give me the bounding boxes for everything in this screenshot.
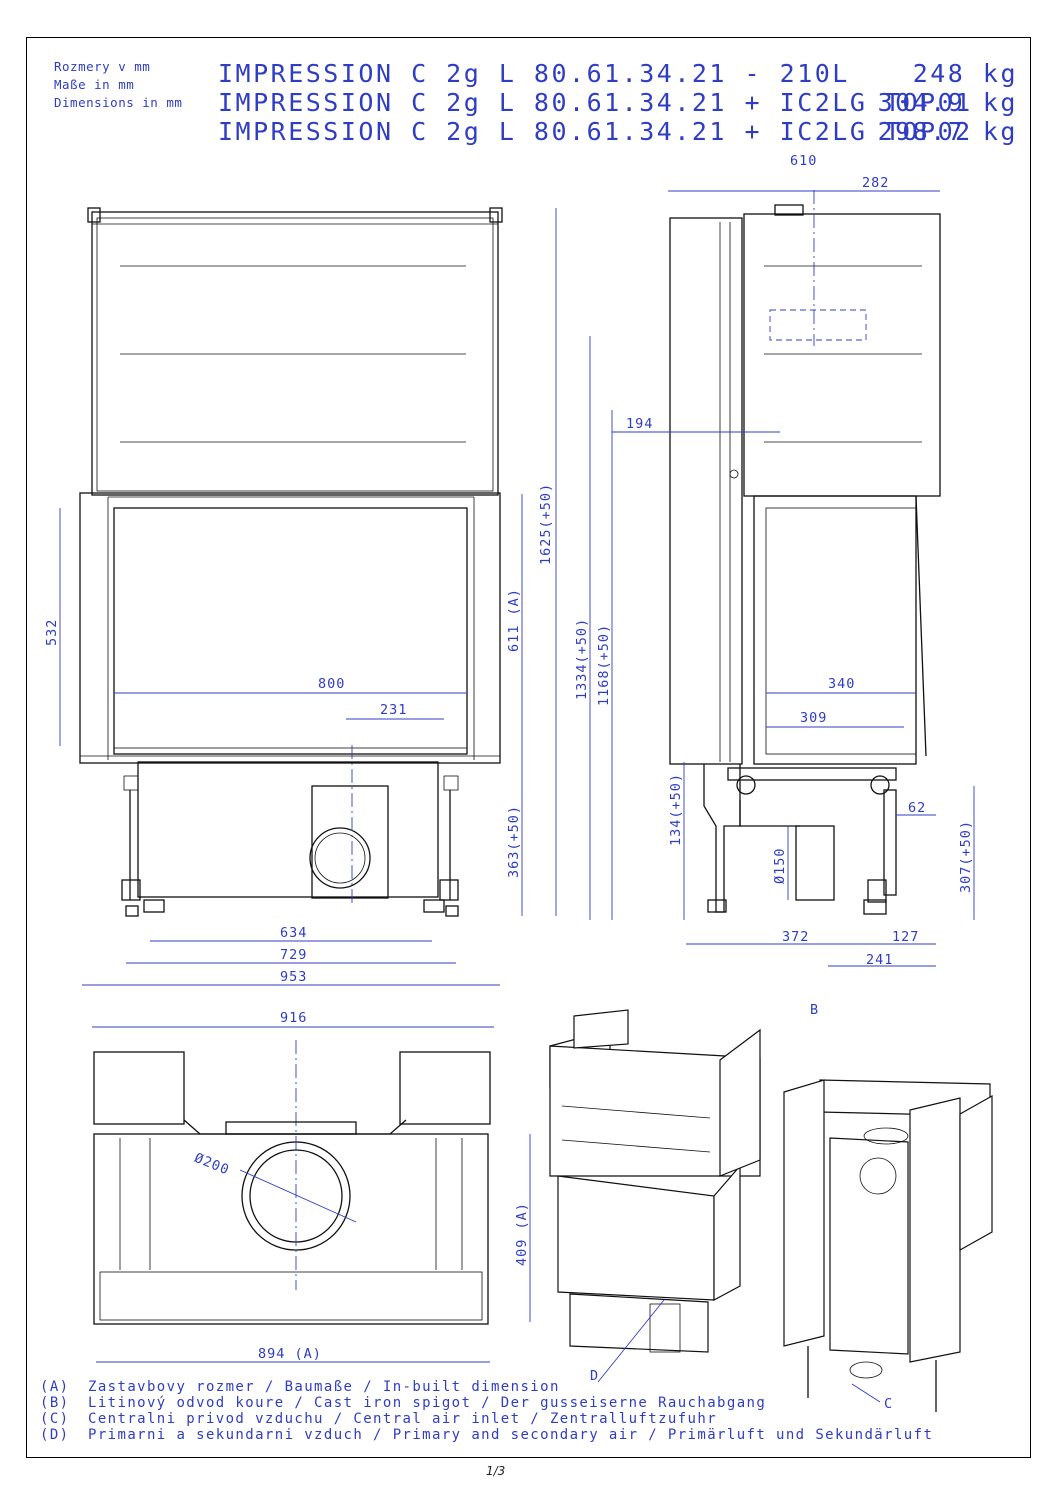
- dim-side-194: 194: [626, 416, 654, 432]
- side-view: [669, 204, 941, 915]
- dim-front-1625: 1625(+50): [538, 482, 554, 565]
- legend-code-d: (D): [40, 1427, 70, 1443]
- sheet-frame: [26, 37, 1031, 1458]
- dim-front-634: 634: [280, 925, 308, 941]
- model-weight-3: 298.7 kg: [877, 117, 1018, 146]
- dim-front-532: 532: [44, 618, 60, 646]
- unit-label-de: Maße in mm: [54, 77, 135, 92]
- dim-top-916: 916: [280, 1010, 308, 1026]
- legend-code-c: (C): [40, 1411, 70, 1427]
- callout-d: D: [590, 1368, 600, 1384]
- page-number: 1/3: [486, 1464, 506, 1478]
- dim-side-62: 62: [908, 800, 927, 816]
- side-front-frame: [669, 217, 743, 765]
- dim-front-231: 231: [380, 702, 408, 718]
- dim-side-610: 610: [790, 153, 818, 169]
- dim-side-1334: 1334(+50): [574, 617, 590, 700]
- dim-front-729: 729: [280, 947, 308, 963]
- dim-front-953: 953: [280, 969, 308, 985]
- legend-text-d: Primarni a sekundarni vzduch / Primary a…: [88, 1427, 934, 1443]
- callout-c: C: [884, 1396, 894, 1412]
- legend-code-b: (B): [40, 1395, 70, 1411]
- dim-side-1168: 1168(+50): [596, 623, 612, 706]
- front-housing: [91, 211, 499, 496]
- dim-top-409: 409 (A): [514, 1202, 530, 1266]
- model-weight-2: 304.9 kg: [877, 88, 1018, 117]
- legend-text-a: Zastavbovy rozmer / Baumaße / In-built d…: [88, 1379, 560, 1395]
- dim-front-611: 611 (A): [506, 588, 522, 652]
- dim-side-127: 127: [892, 929, 920, 945]
- legend-code-a: (A): [40, 1379, 70, 1395]
- model-weight-1: 248 kg: [912, 59, 1018, 88]
- front-air-box: [311, 785, 389, 899]
- dimension-lines: [59, 190, 975, 1403]
- legend-text-c: Centralni privod vzduchu / Central air i…: [88, 1411, 718, 1427]
- model-name-1: IMPRESSION C 2g L 80.61.34.21 - 210L: [218, 59, 850, 88]
- iso-view-back: [783, 1079, 993, 1412]
- front-base: [137, 761, 439, 898]
- unit-label-en: Dimensions in mm: [54, 95, 183, 110]
- top-view: [93, 1040, 491, 1325]
- dim-side-241: 241: [866, 952, 894, 968]
- dim-side-309: 309: [800, 710, 828, 726]
- unit-label-cz: Rozmery v mm: [54, 59, 151, 74]
- dim-front-363: 363(+50): [506, 804, 522, 878]
- dim-side-372: 372: [782, 929, 810, 945]
- dim-side-282: 282: [862, 175, 890, 191]
- front-body: [79, 492, 501, 764]
- iso-view-front: [549, 1009, 761, 1353]
- model-name-3: IMPRESSION C 2g L 80.61.34.21 + IC2LG TO…: [218, 117, 973, 146]
- dim-front-800: 800: [318, 676, 346, 692]
- dim-top-894: 894 (A): [258, 1346, 322, 1362]
- front-view: [79, 207, 503, 917]
- dim-side-340: 340: [828, 676, 856, 692]
- dim-side-134: 134(+50): [668, 772, 684, 846]
- legend-text-b: Litinový odvod koure / Cast iron spigot …: [88, 1395, 767, 1411]
- dim-side-dia150: Ø150: [772, 847, 788, 884]
- callout-b: B: [810, 1002, 820, 1018]
- model-name-2: IMPRESSION C 2g L 80.61.34.21 + IC2LG TO…: [218, 88, 973, 117]
- dim-side-307: 307(+50): [958, 819, 974, 893]
